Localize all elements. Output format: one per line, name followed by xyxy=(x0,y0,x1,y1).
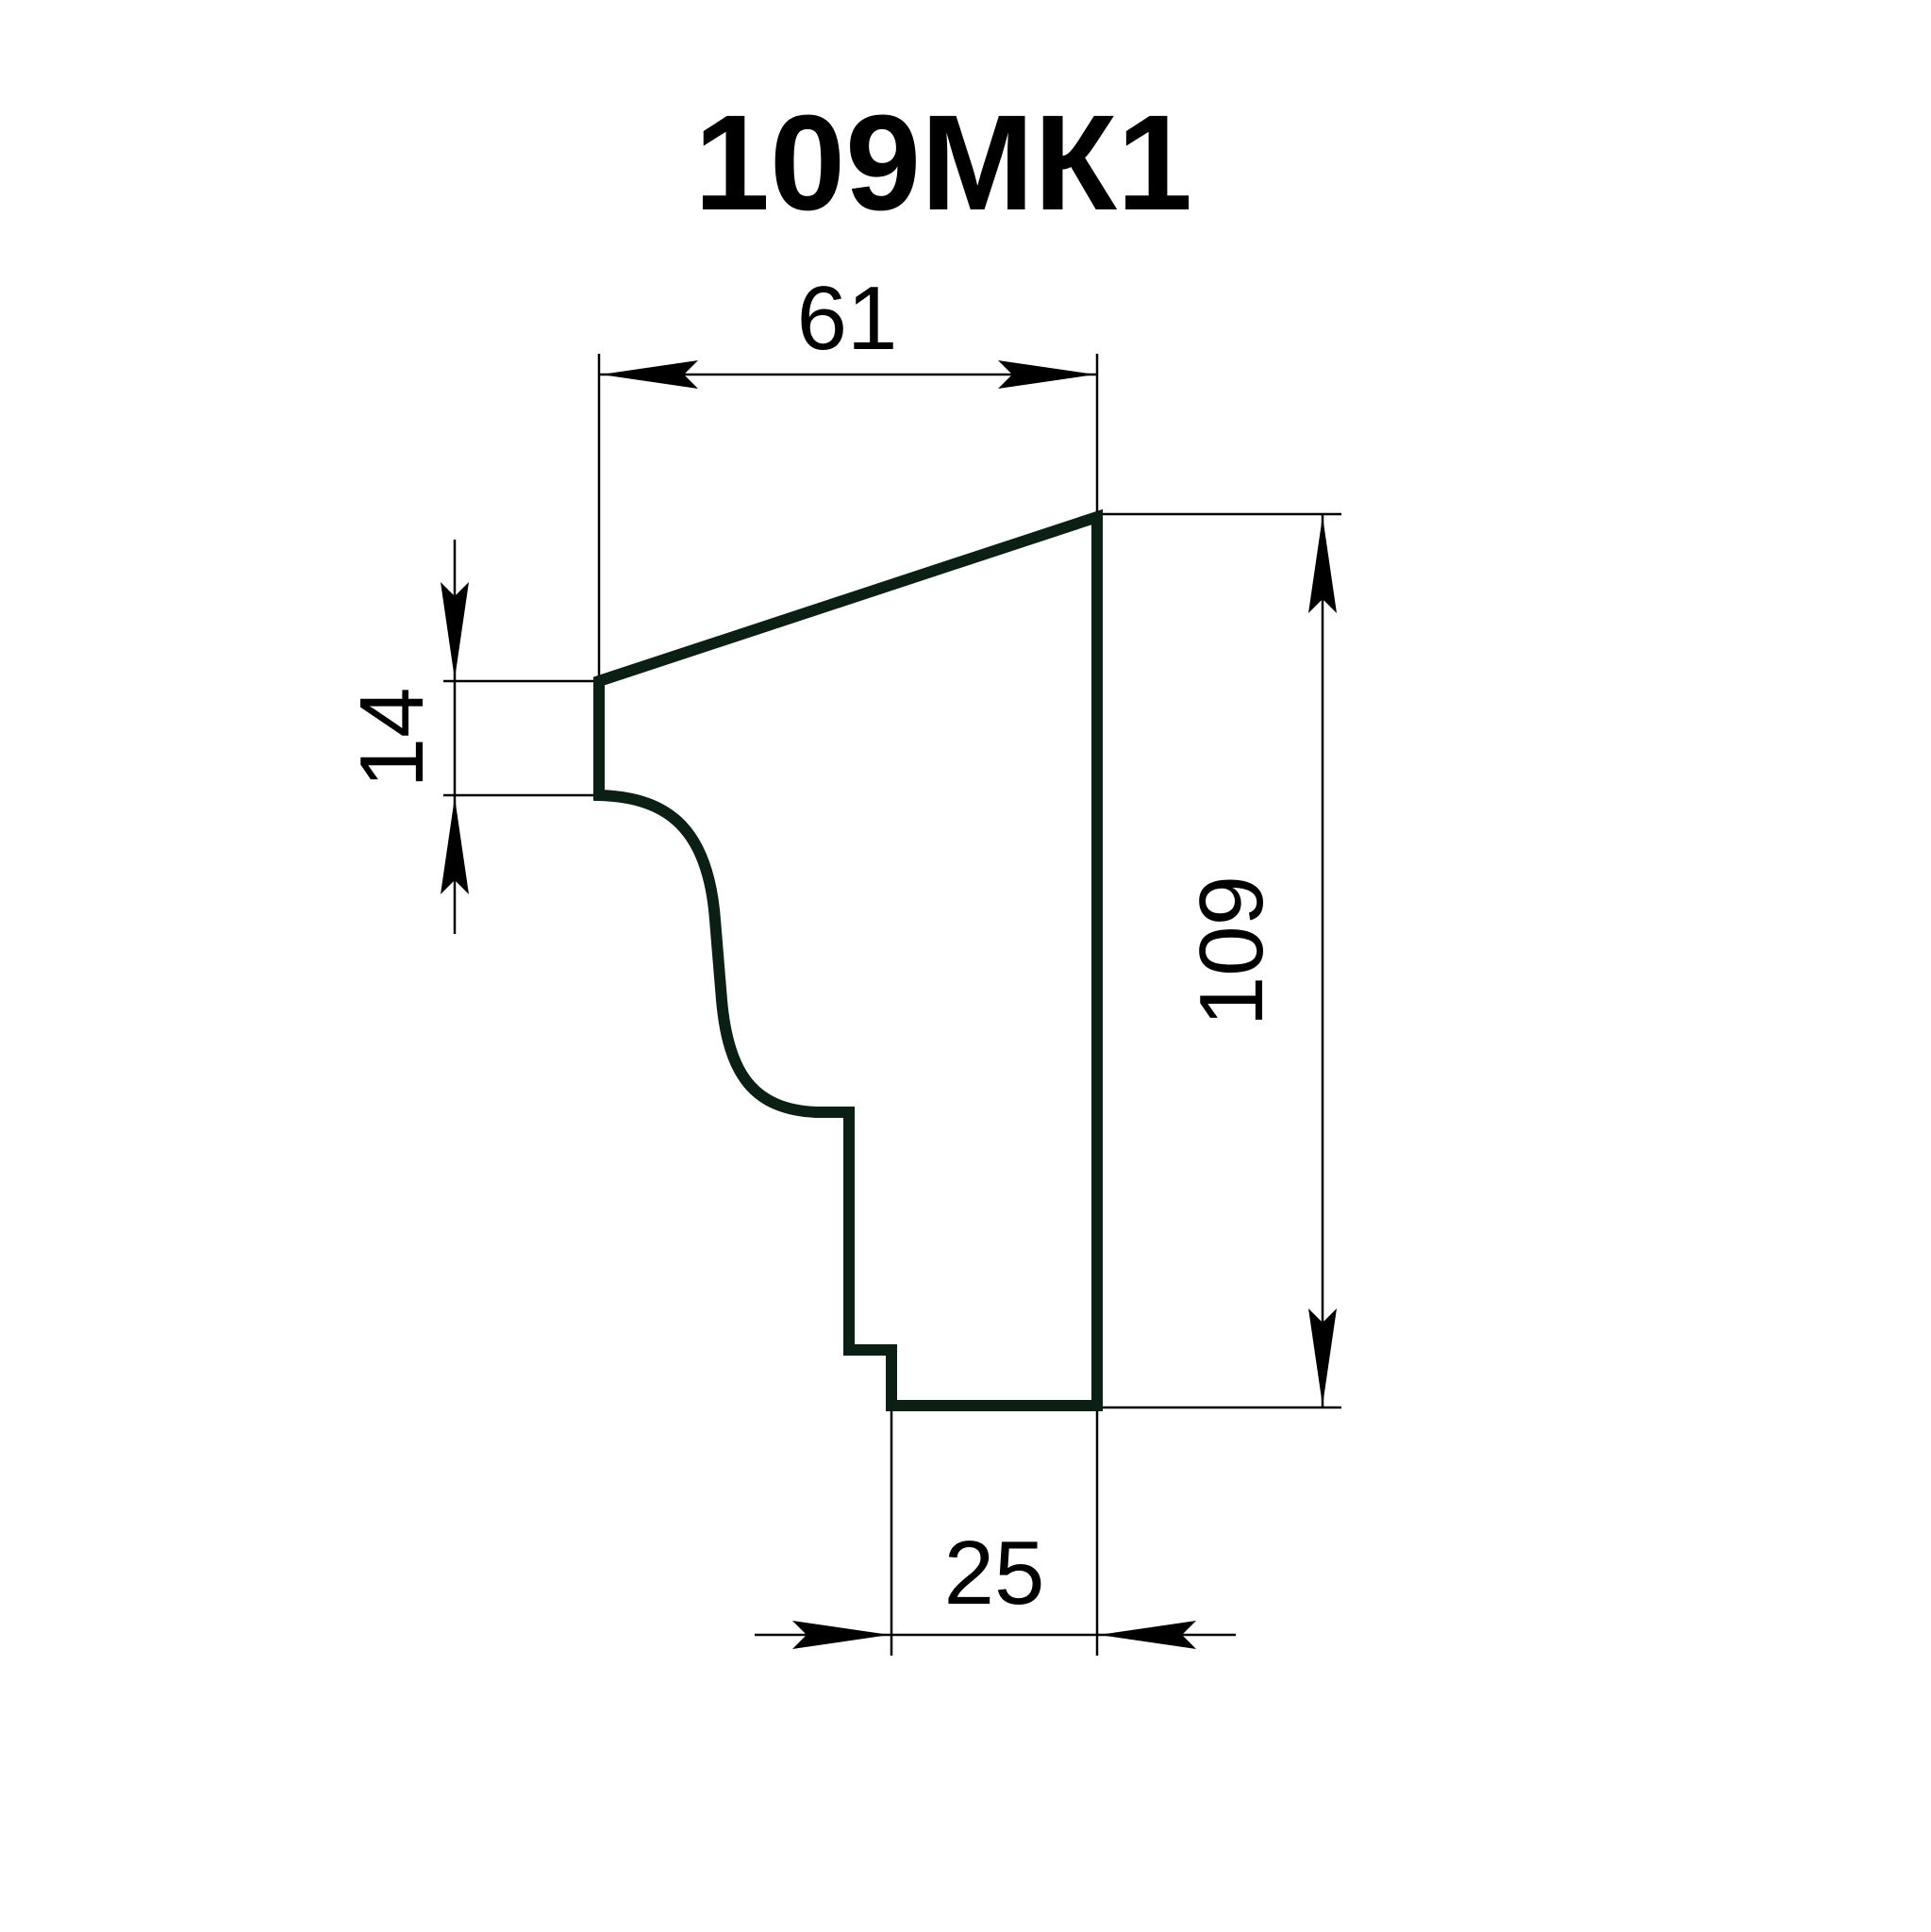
arrow-right-25 xyxy=(1099,1621,1196,1649)
arrow-left-61 xyxy=(601,360,698,389)
arrow-top-109 xyxy=(1308,516,1337,613)
dimension-label-25: 25 xyxy=(944,1523,1045,1624)
arrow-top-14 xyxy=(441,582,469,679)
dimension-label-61: 61 xyxy=(797,268,898,369)
dimension-label-109: 109 xyxy=(1181,875,1282,1026)
arrow-bottom-14 xyxy=(441,797,469,894)
molding-profile-outline xyxy=(593,508,1103,1411)
arrow-right-61 xyxy=(998,360,1095,389)
dimension-width-bottom: 25 xyxy=(755,1407,1236,1656)
arrow-left-25 xyxy=(792,1621,890,1649)
dimension-label-14: 14 xyxy=(341,688,442,789)
arrow-bottom-109 xyxy=(1308,1308,1337,1406)
dimension-width-top: 61 xyxy=(597,268,1099,679)
drawing-title: 109МК1 xyxy=(694,87,1192,239)
dimension-front-height: 14 xyxy=(341,540,597,934)
dimension-height-total: 109 xyxy=(1097,512,1341,1409)
